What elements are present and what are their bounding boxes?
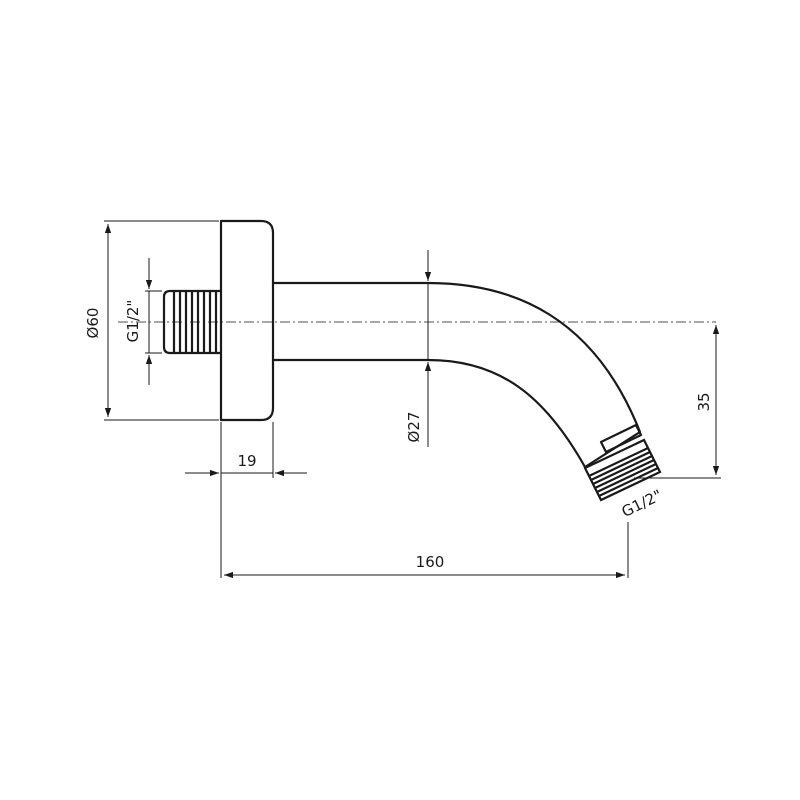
drop-height-label: 35: [695, 392, 713, 411]
outlet-thread-label: G1/2": [619, 486, 665, 521]
inlet-thread-nipple: [162, 289, 221, 355]
wall-flange: [219, 219, 275, 422]
arm-diameter-dimension: Ø27: [405, 250, 432, 447]
drop-height-dimension: 35: [634, 325, 721, 479]
arm-diameter-label: Ø27: [405, 412, 423, 443]
outlet-thread-fitting: [583, 423, 662, 502]
flange-thickness-dimension: 19: [185, 422, 307, 578]
inlet-thread-dimension: G1/2": [124, 258, 162, 385]
arm-body: [271, 281, 642, 469]
total-length-label: 160: [416, 553, 445, 571]
flange-thickness-label: 19: [237, 452, 256, 470]
flange-diameter-dimension: Ø60: [84, 220, 219, 421]
inlet-thread-label: G1/2": [124, 300, 142, 343]
flange-diameter-label: Ø60: [84, 308, 102, 339]
total-length-dimension: 160: [224, 522, 629, 579]
